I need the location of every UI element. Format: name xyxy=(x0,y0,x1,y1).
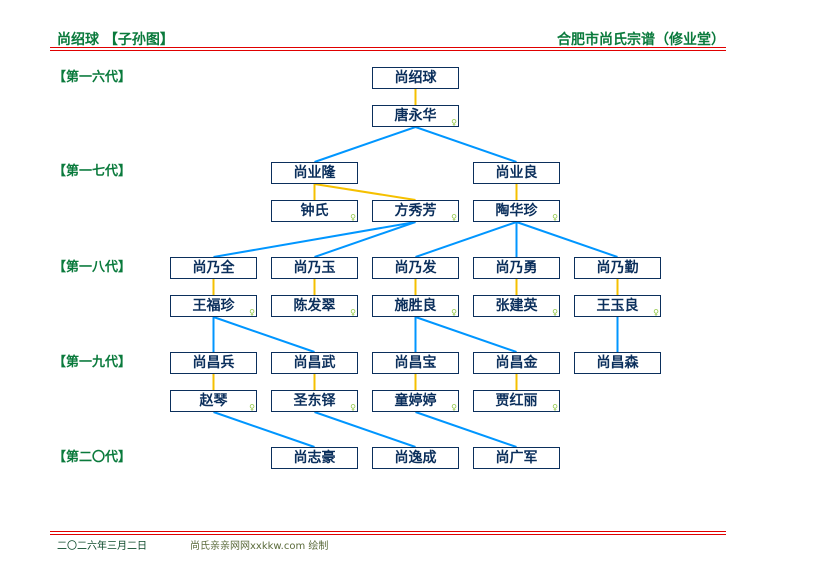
child-line xyxy=(415,316,517,353)
child-line xyxy=(415,221,517,258)
person-name: 尚昌金 xyxy=(495,355,538,371)
spouse-box[interactable]: 唐永华 ♀ xyxy=(372,105,459,127)
female-icon: ♀ xyxy=(451,118,457,127)
person-name: 尚乃玉 xyxy=(293,260,336,276)
person-name: 陈发翠 xyxy=(293,298,336,314)
person-name: 尚乃发 xyxy=(394,260,437,276)
person-box[interactable]: 尚业良 xyxy=(473,162,560,184)
generation-label: 【第一八代】 xyxy=(53,260,132,275)
person-box[interactable]: 尚业隆 xyxy=(271,162,358,184)
generation-label: 【第一九代】 xyxy=(53,355,132,370)
female-icon: ♀ xyxy=(552,403,558,412)
person-name: 尚业良 xyxy=(495,165,538,181)
generation-label: 【第一六代】 xyxy=(53,70,132,85)
person-name: 尚昌森 xyxy=(596,355,639,371)
person-name: 尚绍球 xyxy=(394,70,437,86)
person-name: 尚乃勇 xyxy=(495,260,538,276)
child-line xyxy=(213,221,416,258)
person-name: 尚乃勤 xyxy=(596,260,639,276)
person-box[interactable]: 尚昌武 xyxy=(271,352,358,374)
female-icon: ♀ xyxy=(350,308,356,317)
generation-label: 【第二〇代】 xyxy=(53,450,132,465)
person-box[interactable]: 尚志豪 xyxy=(271,447,358,469)
spouse-box[interactable]: 方秀芳 ♀ xyxy=(372,200,459,222)
person-name: 施胜良 xyxy=(394,298,437,314)
generation-label: 【第一七代】 xyxy=(53,164,132,179)
person-name: 方秀芳 xyxy=(394,203,437,219)
person-box[interactable]: 尚乃发 xyxy=(372,257,459,279)
person-name: 唐永华 xyxy=(394,108,437,124)
footer-date: 二〇二六年三月二日 xyxy=(57,541,147,552)
person-name: 尚逸成 xyxy=(394,450,437,466)
female-icon: ♀ xyxy=(350,403,356,412)
spouse-box[interactable]: 王福珍 ♀ xyxy=(170,295,257,317)
spouse-box[interactable]: 陶华珍 ♀ xyxy=(473,200,560,222)
child-line xyxy=(314,221,416,258)
person-name: 尚广军 xyxy=(495,450,538,466)
person-name: 尚昌武 xyxy=(293,355,336,371)
spouse-box[interactable]: 童婷婷 ♀ xyxy=(372,390,459,412)
spouse-line xyxy=(314,183,416,201)
female-icon: ♀ xyxy=(552,213,558,222)
person-box[interactable]: 尚昌金 xyxy=(473,352,560,374)
person-box[interactable]: 尚乃勇 xyxy=(473,257,560,279)
spouse-box[interactable]: 赵琴 ♀ xyxy=(170,390,257,412)
child-line xyxy=(213,316,315,353)
chart-title: 尚绍球 【子孙图】 xyxy=(57,32,174,48)
person-box[interactable]: 尚乃全 xyxy=(170,257,257,279)
female-icon: ♀ xyxy=(552,308,558,317)
person-name: 贾红丽 xyxy=(495,393,538,409)
spouse-box[interactable]: 施胜良 ♀ xyxy=(372,295,459,317)
child-line xyxy=(314,126,416,163)
person-box[interactable]: 尚昌森 xyxy=(574,352,661,374)
child-line xyxy=(516,221,618,258)
footer-rule xyxy=(50,531,726,532)
person-name: 尚志豪 xyxy=(293,450,336,466)
person-name: 尚昌兵 xyxy=(192,355,235,371)
child-line xyxy=(213,411,315,448)
spouse-box[interactable]: 张建英 ♀ xyxy=(473,295,560,317)
person-box[interactable]: 尚绍球 xyxy=(372,67,459,89)
female-icon: ♀ xyxy=(350,213,356,222)
female-icon: ♀ xyxy=(249,308,255,317)
person-name: 陶华珍 xyxy=(495,203,538,219)
person-name: 赵琴 xyxy=(199,393,228,409)
person-box[interactable]: 尚广军 xyxy=(473,447,560,469)
female-icon: ♀ xyxy=(451,403,457,412)
spouse-box[interactable]: 陈发翠 ♀ xyxy=(271,295,358,317)
person-name: 圣东铎 xyxy=(293,393,336,409)
person-box[interactable]: 尚昌宝 xyxy=(372,352,459,374)
spouse-box[interactable]: 圣东铎 ♀ xyxy=(271,390,358,412)
spouse-box[interactable]: 贾红丽 ♀ xyxy=(473,390,560,412)
person-name: 尚昌宝 xyxy=(394,355,437,371)
spouse-box[interactable]: 钟氏 ♀ xyxy=(271,200,358,222)
female-icon: ♀ xyxy=(451,213,457,222)
female-icon: ♀ xyxy=(249,403,255,412)
spouse-box[interactable]: 王玉良 ♀ xyxy=(574,295,661,317)
person-name: 尚乃全 xyxy=(192,260,235,276)
header-rule xyxy=(50,50,726,51)
person-box[interactable]: 尚逸成 xyxy=(372,447,459,469)
person-name: 钟氏 xyxy=(300,203,329,219)
female-icon: ♀ xyxy=(653,308,659,317)
child-line xyxy=(415,411,517,448)
person-name: 尚业隆 xyxy=(293,165,336,181)
female-icon: ♀ xyxy=(451,308,457,317)
child-line xyxy=(415,126,517,163)
person-name: 王福珍 xyxy=(192,298,235,314)
person-box[interactable]: 尚昌兵 xyxy=(170,352,257,374)
footer-rule xyxy=(50,534,726,535)
person-box[interactable]: 尚乃勤 xyxy=(574,257,661,279)
person-box[interactable]: 尚乃玉 xyxy=(271,257,358,279)
header-rule xyxy=(50,47,726,48)
footer-credit: 尚氏亲亲网网xxkkw.com 绘制 xyxy=(190,541,329,552)
person-name: 王玉良 xyxy=(596,298,639,314)
person-name: 张建英 xyxy=(495,298,538,314)
person-name: 童婷婷 xyxy=(394,393,437,409)
child-line xyxy=(314,411,416,448)
genealogy-name: 合肥市尚氏宗谱（修业堂） xyxy=(557,32,725,48)
